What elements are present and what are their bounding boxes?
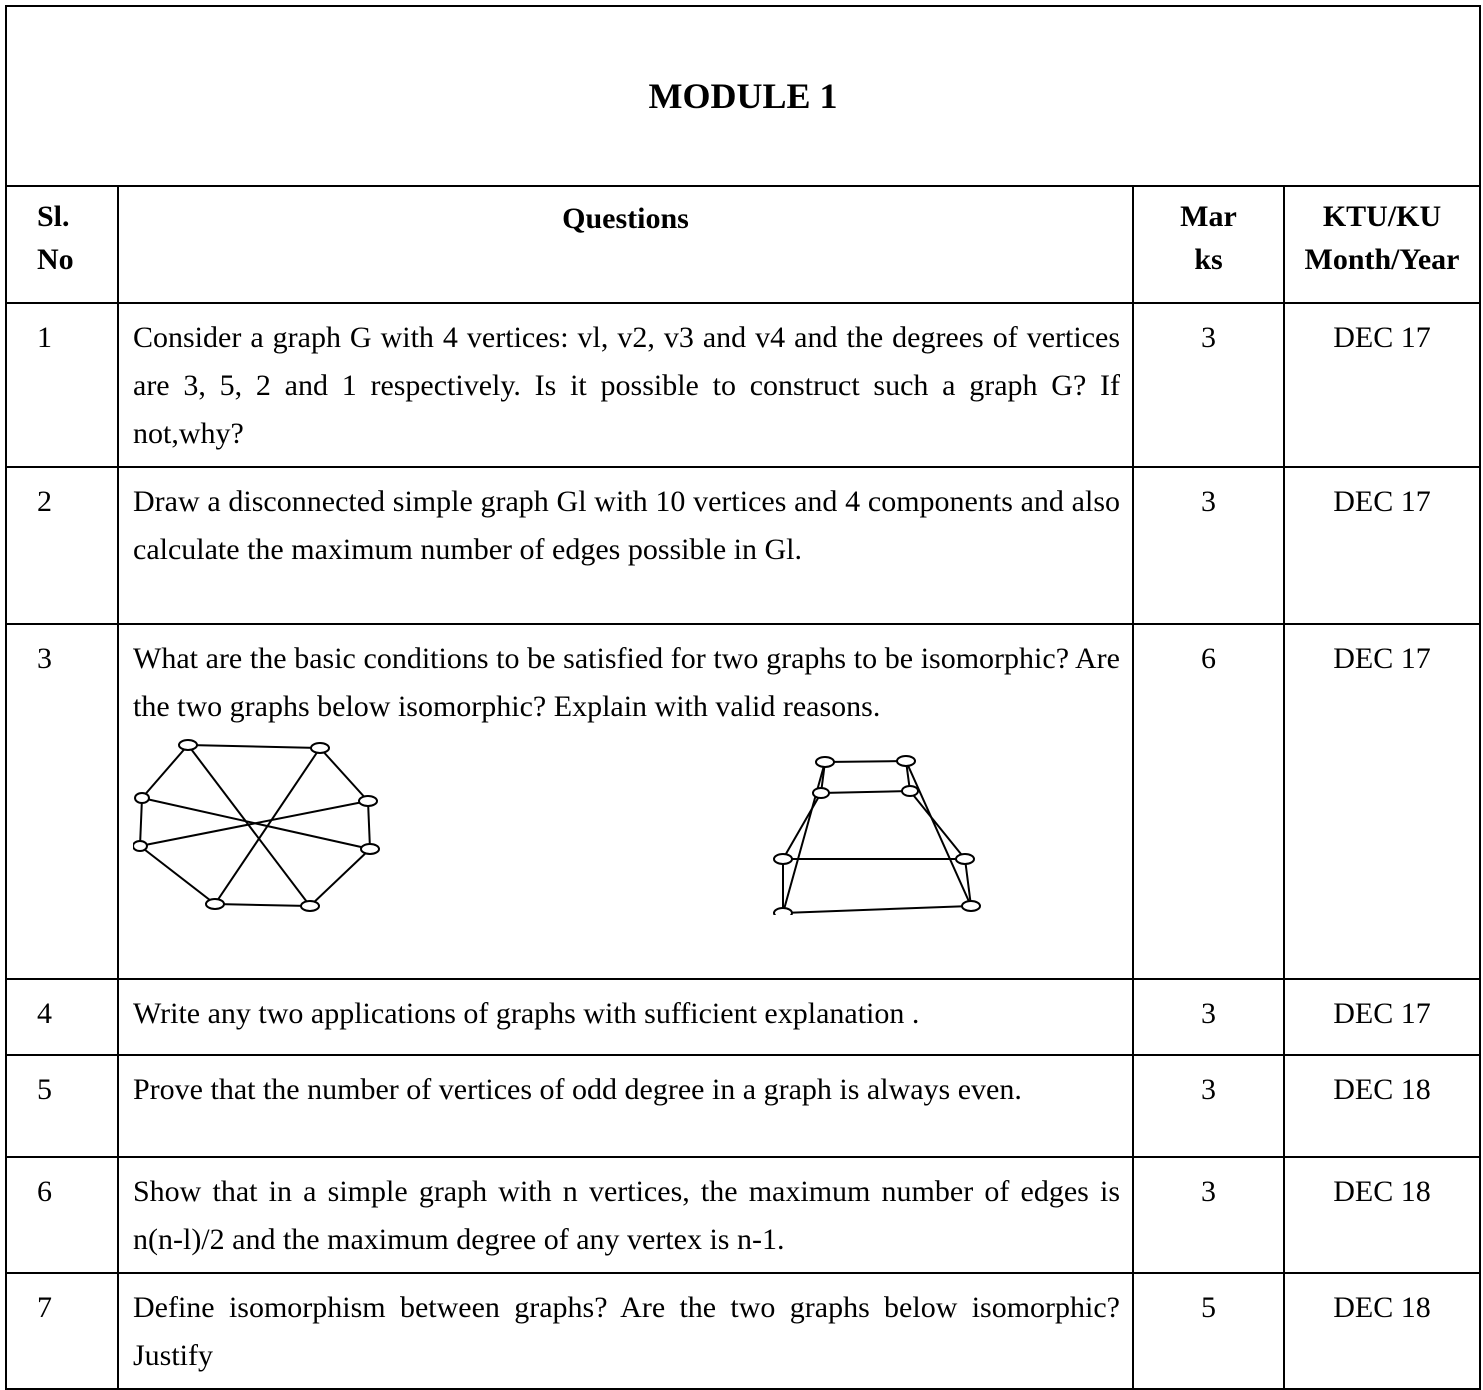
row-marks: 5 — [1132, 1272, 1285, 1390]
table-row: 2 Draw a disconnected simple graph Gl wi… — [5, 466, 1481, 625]
row-question: Draw a disconnected simple graph Gl with… — [117, 466, 1134, 625]
header-marks: Mar ks — [1132, 185, 1285, 304]
table-row: 4 Write any two applications of graphs w… — [5, 978, 1481, 1056]
graph-figure-prism — [773, 755, 981, 915]
table-row: 5 Prove that the number of vertices of o… — [5, 1054, 1481, 1158]
row-marks: 6 — [1132, 623, 1285, 980]
row-question: Show that in a simple graph with n verti… — [117, 1156, 1134, 1274]
row-year: DEC 17 — [1283, 302, 1481, 468]
row-sl: 7 — [5, 1272, 119, 1390]
header-sl-no: Sl. No — [5, 185, 119, 304]
header-marks-line2: ks — [1194, 243, 1223, 276]
row-sl: 6 — [5, 1156, 119, 1274]
row-marks: 3 — [1132, 978, 1285, 1056]
header-month-year: KTU/KU Month/Year — [1283, 185, 1481, 304]
row-marks: 3 — [1132, 302, 1285, 468]
header-year-line2: Month/Year — [1304, 243, 1460, 276]
row-year: DEC 17 — [1283, 978, 1481, 1056]
row-sl: 5 — [5, 1054, 119, 1158]
row-marks: 3 — [1132, 1054, 1285, 1158]
table-row: 1 Consider a graph G with 4 vertices: vl… — [5, 302, 1481, 468]
row-question-with-figure: What are the basic conditions to be sati… — [117, 623, 1134, 980]
table-row: 3 What are the basic conditions to be sa… — [5, 623, 1481, 980]
header-year-line1: KTU/KU — [1322, 200, 1442, 233]
row-year: DEC 18 — [1283, 1272, 1481, 1390]
row-question: Define isomorphism between graphs? Are t… — [117, 1272, 1134, 1390]
row-year: DEC 17 — [1283, 466, 1481, 625]
row-sl: 3 — [5, 623, 119, 980]
header-sl-line1: Sl. — [37, 200, 70, 233]
row-question: Consider a graph G with 4 vertices: vl, … — [117, 302, 1134, 468]
row-marks: 3 — [1132, 466, 1285, 625]
header-marks-line1: Mar — [1180, 200, 1237, 233]
module-title-row: MODULE 1 — [5, 5, 1481, 187]
graph-figures — [133, 735, 1120, 915]
question-table: MODULE 1 Sl. No Questions Mar ks KTU/KU … — [5, 5, 1481, 1390]
graph-figure-octagon — [133, 739, 380, 912]
row-year: DEC 18 — [1283, 1156, 1481, 1274]
module-title: MODULE 1 — [5, 5, 1481, 187]
header-questions: Questions — [117, 185, 1134, 304]
row-sl: 4 — [5, 978, 119, 1056]
table-row: 6 Show that in a simple graph with n ver… — [5, 1156, 1481, 1274]
table-row: 7 Define isomorphism between graphs? Are… — [5, 1272, 1481, 1390]
header-sl-line2: No — [37, 243, 74, 276]
row-sl: 2 — [5, 466, 119, 625]
row-question: Prove that the number of vertices of odd… — [117, 1054, 1134, 1158]
row-year: DEC 17 — [1283, 623, 1481, 980]
row-question: What are the basic conditions to be sati… — [133, 642, 1120, 723]
row-question: Write any two applications of graphs wit… — [117, 978, 1134, 1056]
row-sl: 1 — [5, 302, 119, 468]
row-year: DEC 18 — [1283, 1054, 1481, 1158]
header-row: Sl. No Questions Mar ks KTU/KU Month/Yea… — [5, 185, 1481, 304]
row-marks: 3 — [1132, 1156, 1285, 1274]
